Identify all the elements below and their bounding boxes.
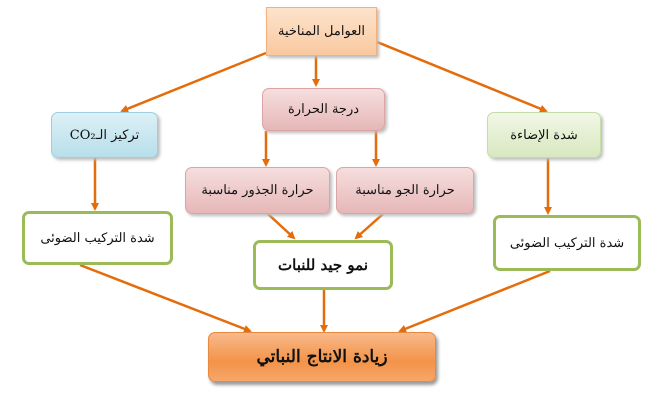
- node-co2-concentration: تركيز الـCO₂: [51, 112, 158, 158]
- node-photosynthesis-left: شدة التركيب الضوئى: [22, 211, 173, 265]
- node-air-temperature: حرارة الجو مناسبة: [336, 167, 474, 214]
- arrow-roots-to-growth: [267, 213, 296, 240]
- node-light-intensity: شدة الإضاءة: [487, 112, 601, 158]
- node-root-temperature: حرارة الجذور مناسبة: [185, 167, 330, 214]
- arrow-air-to-growth: [354, 213, 384, 240]
- node-photosynthesis-right: شدة التركيب الضوئى: [493, 215, 641, 271]
- node-climate-factors: العوامل المناخية: [266, 7, 377, 56]
- arrow-climate-to-light: [376, 40, 548, 113]
- arrow-right-photosynthesis-to-production: [398, 269, 551, 333]
- node-temperature: درجة الحرارة: [262, 88, 385, 131]
- arrow-climate-to-co2: [120, 51, 267, 113]
- arrow-left-photosynthesis-to-production: [79, 263, 252, 333]
- node-increased-plant-production: زيادة الانتاج النباتي: [208, 332, 436, 382]
- node-good-plant-growth: نمو جيد للنبات: [253, 240, 393, 290]
